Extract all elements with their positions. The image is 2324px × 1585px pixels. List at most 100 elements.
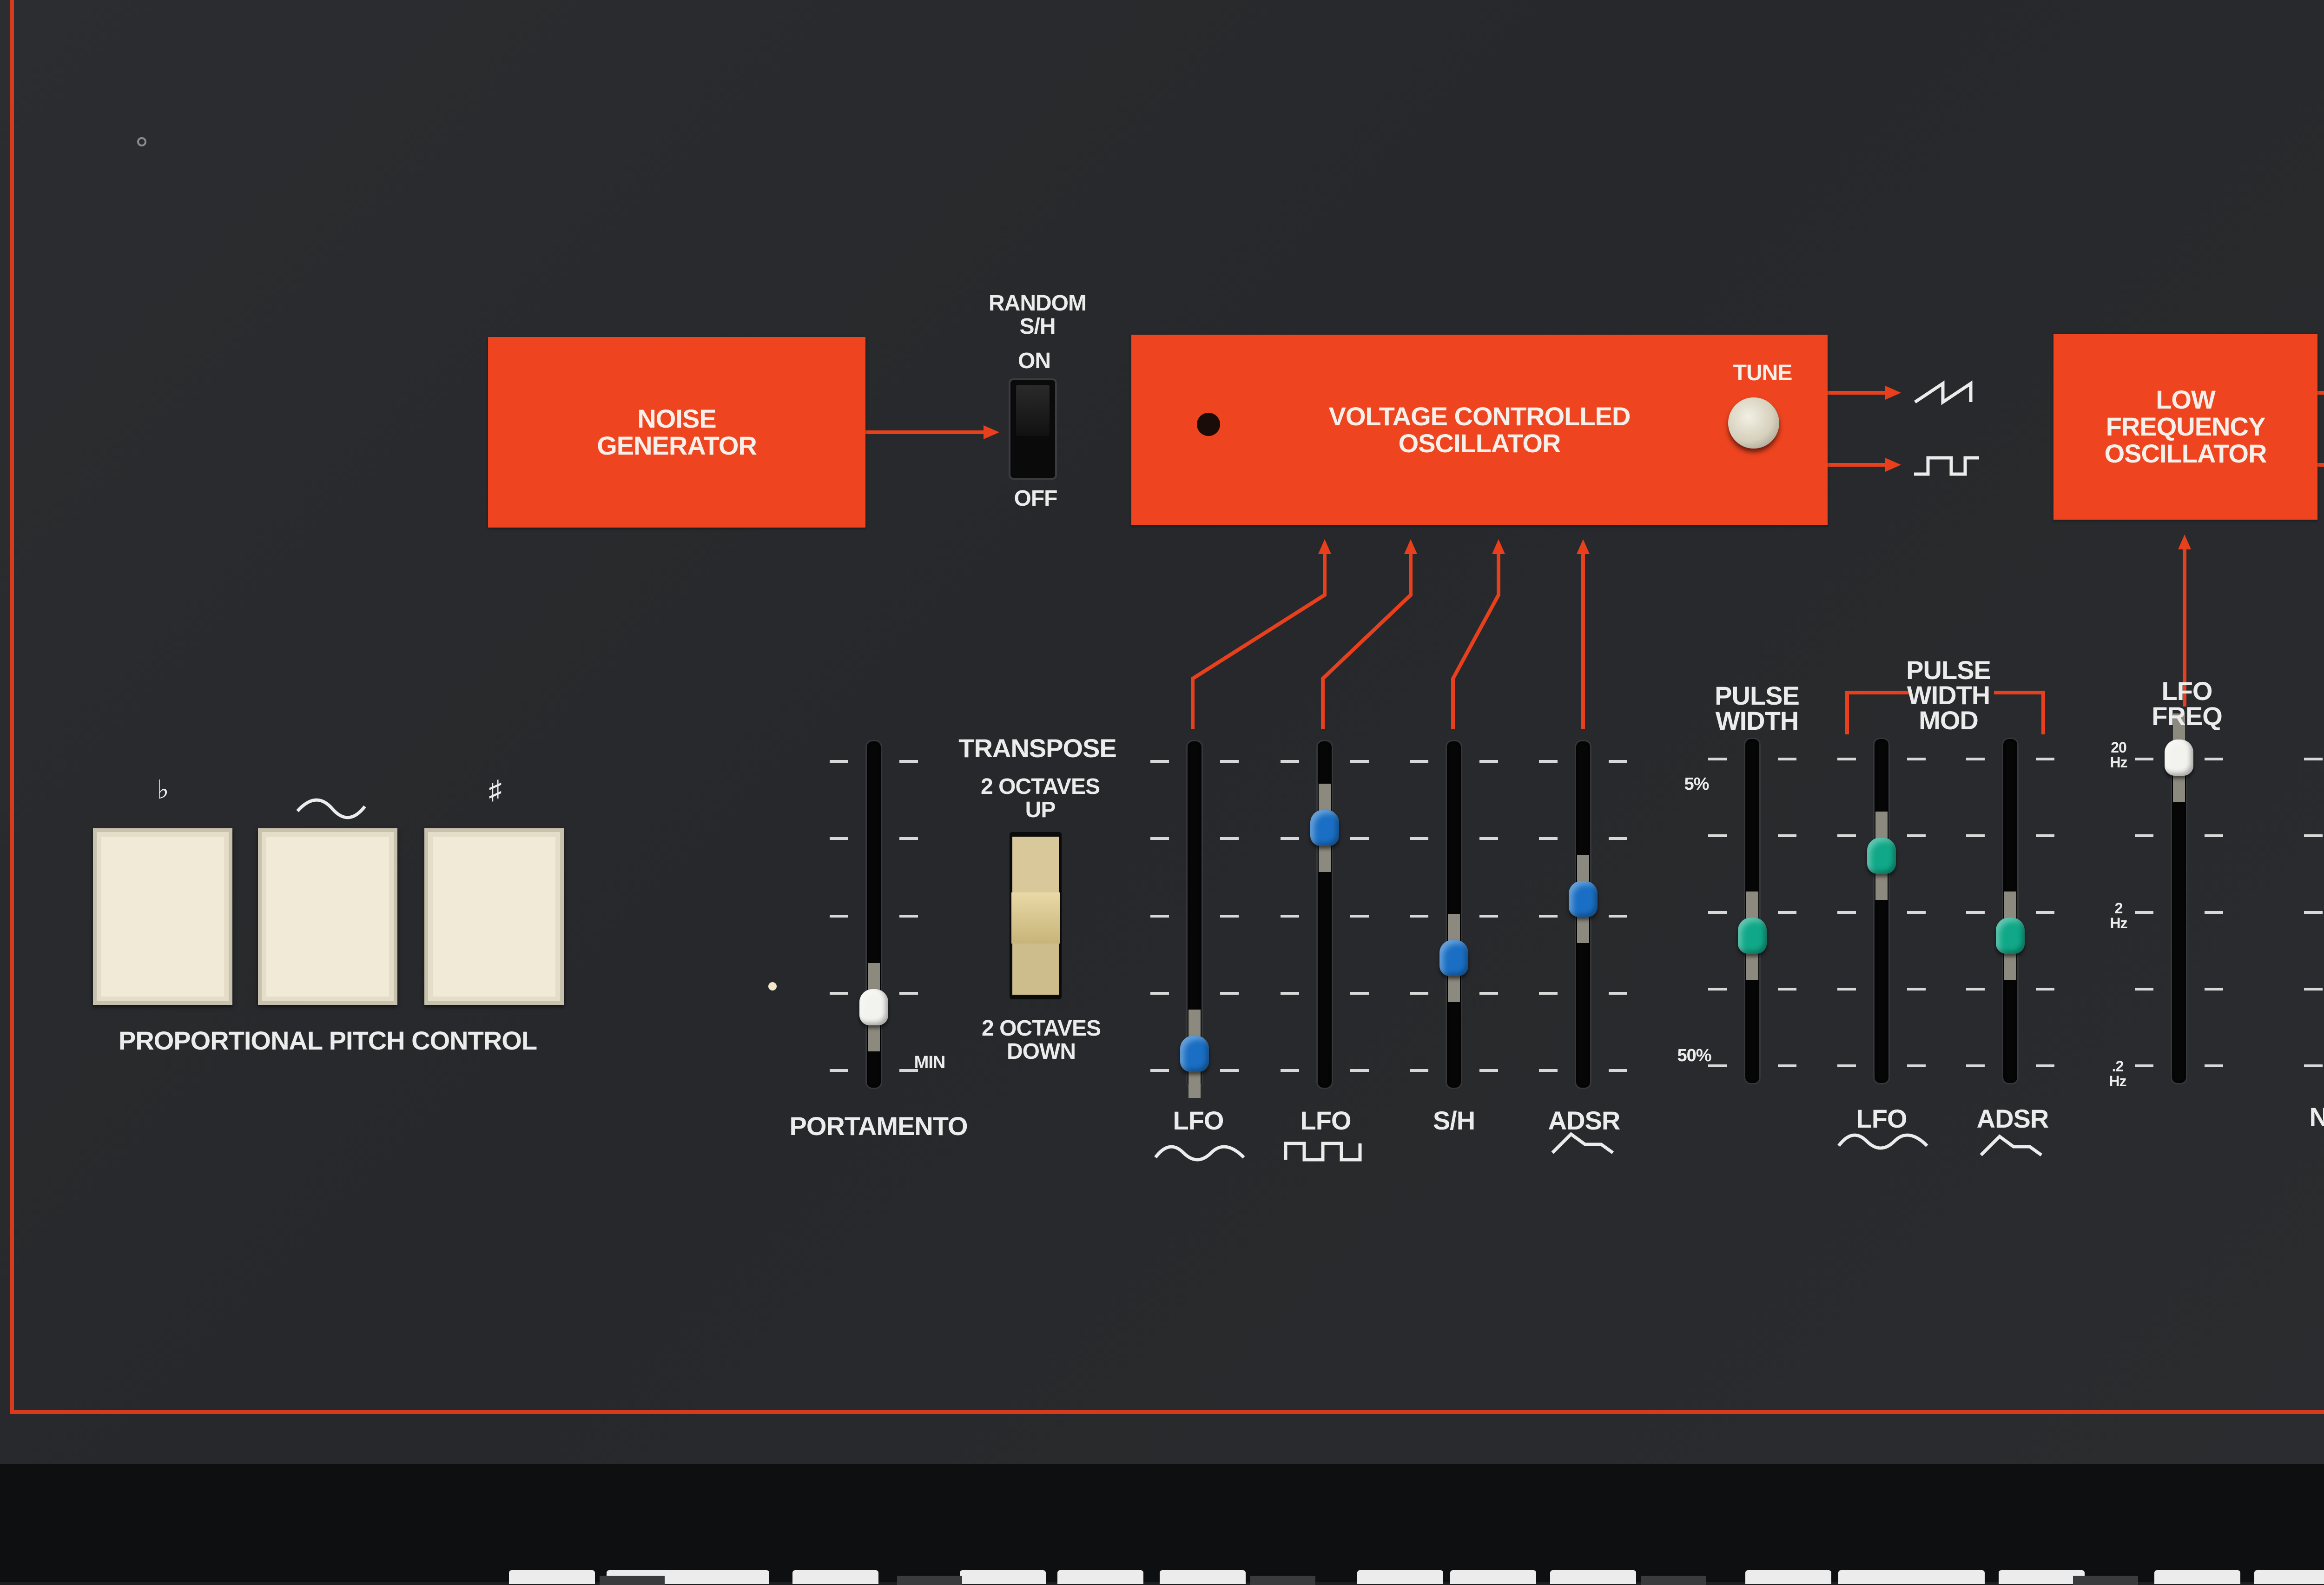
- slider-tick: [1539, 837, 1558, 840]
- keyboard-white-key[interactable]: [1550, 1570, 1636, 1584]
- random-sh-title: RANDOM S/H: [989, 291, 1087, 339]
- vco-lfo-sine-label: LFO: [1173, 1106, 1224, 1135]
- keyboard-white-key[interactable]: [960, 1570, 1046, 1584]
- transpose-switch-lower: [1012, 944, 1059, 995]
- slider-tick: [2304, 758, 2323, 760]
- transpose-switch[interactable]: [1010, 832, 1062, 999]
- keyboard-white-key[interactable]: [683, 1570, 769, 1584]
- transpose-up-label: 2 OCTAVES UP: [981, 774, 1100, 822]
- pitch-natural-key[interactable]: [258, 828, 397, 1005]
- keyboard-white-key[interactable]: [1160, 1570, 1246, 1584]
- slider-tick: [2135, 1064, 2153, 1067]
- slider-tick: [1150, 991, 1169, 995]
- slider-tick: [1907, 834, 1926, 837]
- lfo-freq-top-label: 20 Hz: [2110, 739, 2127, 771]
- slider-tick: [899, 991, 918, 995]
- slider-tick: [2036, 988, 2054, 991]
- slider-tick: [1837, 758, 1856, 760]
- slider-tick: [1150, 837, 1169, 840]
- tune-knob[interactable]: [1728, 397, 1779, 449]
- random-off-label: OFF: [1014, 486, 1058, 511]
- slider-tick: [1708, 988, 1727, 991]
- vco-sh-slider-knob[interactable]: [1439, 939, 1468, 976]
- slider-tick: [2036, 834, 2054, 837]
- slider-tick: [1150, 914, 1169, 918]
- pwm-adsr-label: ADSR: [1976, 1104, 2049, 1133]
- keyboard-black-key[interactable]: [1641, 1576, 1706, 1585]
- pulse-width-top-label: 5%: [1684, 774, 1710, 794]
- keyboard-black-key[interactable]: [1250, 1576, 1315, 1585]
- slider-tick: [1966, 834, 1985, 837]
- keyboard-white-key[interactable]: [2154, 1570, 2240, 1584]
- slider-tick: [2135, 758, 2153, 760]
- slider-tick: [2205, 758, 2223, 760]
- pitch-flat-key[interactable]: [93, 828, 232, 1005]
- slider-tick: [1778, 911, 1796, 914]
- keyboard-strip: [0, 1464, 2324, 1582]
- slider-tick: [1350, 837, 1369, 840]
- keyboard-white-key[interactable]: [1357, 1570, 1443, 1584]
- slider-tick: [1410, 760, 1428, 763]
- slider-tick: [1966, 988, 1985, 991]
- panel-border-left: [10, 0, 14, 1413]
- slider-tick: [1220, 991, 1239, 995]
- keyboard-white-key[interactable]: [509, 1570, 595, 1584]
- slider-tick: [1479, 760, 1498, 763]
- vco-lfo-sine-slider-knob[interactable]: [1180, 1035, 1209, 1072]
- slider-tick: [899, 1069, 918, 1072]
- slider-tick: [1220, 914, 1239, 918]
- keyboard-white-key[interactable]: [1999, 1570, 2085, 1584]
- portamento-slider-knob[interactable]: [859, 989, 888, 1025]
- slider-tick: [1907, 1064, 1926, 1067]
- slider-tick: [2304, 834, 2323, 837]
- vco-adsr-slider-knob[interactable]: [1569, 881, 1598, 918]
- pitch-sharp-key[interactable]: [424, 828, 564, 1005]
- lfo-freq-label: LFO FREQ: [2152, 676, 2223, 731]
- slider-tick: [899, 760, 918, 763]
- slider-tick: [1281, 991, 1299, 995]
- keyboard-black-key[interactable]: [897, 1576, 962, 1585]
- noise-generator-module: NOISE GENERATOR: [488, 337, 865, 528]
- slider-tick: [830, 914, 848, 918]
- slider-tick: [2304, 911, 2323, 914]
- slider-tick: [1708, 758, 1727, 760]
- lfo-freq-slider-knob[interactable]: [2165, 740, 2193, 776]
- slider-tick: [1837, 988, 1856, 991]
- keyboard-black-key[interactable]: [600, 1576, 665, 1585]
- vco-lfo-square-slider-knob[interactable]: [1310, 810, 1339, 846]
- slider-tick: [830, 837, 848, 840]
- keyboard-white-key[interactable]: [792, 1570, 878, 1584]
- flat-icon: ♭: [157, 775, 169, 804]
- pwm-lfo-slider-knob[interactable]: [1867, 838, 1896, 874]
- slider-tick: [1837, 1064, 1856, 1067]
- lfo-freq-mid-label: 2 Hz: [2110, 900, 2127, 931]
- keyboard-white-key[interactable]: [1899, 1570, 1985, 1584]
- slider-tick: [1281, 760, 1299, 763]
- pulse-width-slider-knob[interactable]: [1738, 917, 1767, 954]
- slider-tick: [1609, 991, 1627, 995]
- slider-tick: [1708, 834, 1727, 837]
- slider-tick: [1150, 760, 1169, 763]
- slider-tick: [899, 837, 918, 840]
- keyboard-white-key[interactable]: [2254, 1570, 2324, 1584]
- vco-adsr-label: ADSR: [1548, 1106, 1621, 1135]
- keyboard-black-key[interactable]: [2073, 1576, 2138, 1585]
- keyboard-white-key[interactable]: [1057, 1570, 1143, 1584]
- slider-tick: [1778, 758, 1796, 760]
- portamento-label: PORTAMENTO: [789, 1111, 968, 1141]
- pwm-adsr-slider-knob[interactable]: [1996, 917, 2025, 954]
- slider-tick: [1350, 914, 1369, 918]
- slider-tick: [2205, 988, 2223, 991]
- slider-tick: [1539, 760, 1558, 763]
- panel-border-bottom: [10, 1410, 2324, 1414]
- slider-tick: [1609, 914, 1627, 918]
- transpose-switch-upper: [1012, 837, 1059, 892]
- slider-tick: [1479, 837, 1498, 840]
- keyboard-white-key[interactable]: [1450, 1570, 1536, 1584]
- random-sh-toggle[interactable]: [1010, 380, 1055, 478]
- keyboard-white-key[interactable]: [1745, 1570, 1831, 1584]
- slider-tick: [1609, 837, 1627, 840]
- pitch-control-label: PROPORTIONAL PITCH CONTROL: [118, 1026, 537, 1055]
- slider-tick: [1410, 1069, 1428, 1072]
- slider-tick: [1907, 911, 1926, 914]
